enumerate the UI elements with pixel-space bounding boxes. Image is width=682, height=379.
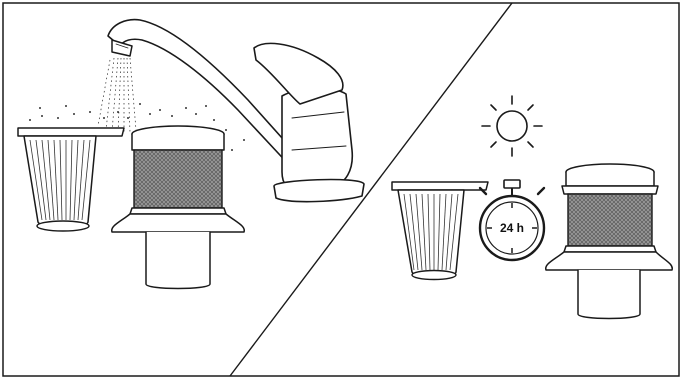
dry-panel: 24 h [392,96,672,319]
sun-icon [482,96,542,156]
cone-filter-icon [392,182,488,280]
rinse-panel [18,20,364,289]
water-stream-icon [98,58,136,134]
mesh-filter-icon [112,126,245,289]
timer-label: 24 h [500,221,524,235]
cone-filter-icon [18,128,124,231]
mesh-filter-icon [546,164,673,319]
stopwatch-icon [480,180,544,260]
